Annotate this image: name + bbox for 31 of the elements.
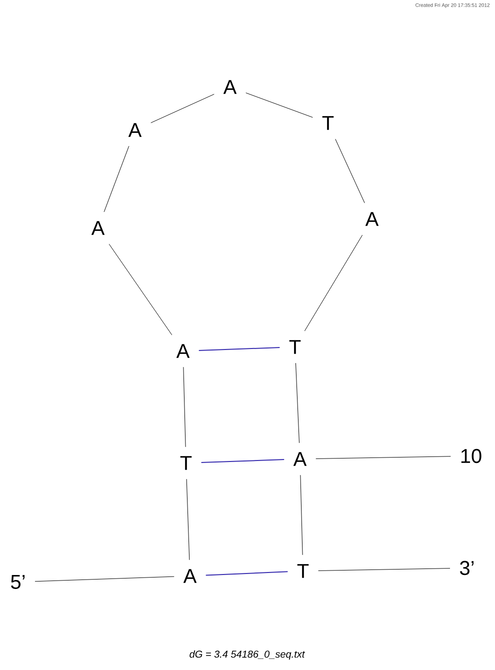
- backbone-line: [34, 576, 174, 582]
- base-pair-line: [205, 571, 288, 576]
- caption: dG = 3.4 54186_0_seq.txt: [190, 650, 305, 660]
- base-pair-line: [198, 347, 280, 351]
- base-letter: A: [128, 123, 142, 137]
- base-letter: T: [322, 116, 334, 130]
- position-label: 10: [461, 448, 482, 464]
- backbone-line: [104, 146, 130, 212]
- position-label: 5’: [11, 575, 25, 589]
- backbone-line: [183, 366, 186, 448]
- backbone-line: [295, 362, 300, 444]
- base-letter: A: [365, 212, 379, 226]
- position-label: 3’: [460, 560, 474, 576]
- backbone-line: [186, 478, 190, 560]
- backbone-line: [316, 456, 451, 459]
- backbone-line: [246, 92, 313, 118]
- base-letter: A: [183, 569, 197, 583]
- backbone-line: [318, 568, 450, 571]
- base-letter: T: [297, 564, 309, 578]
- backbone-line: [150, 94, 214, 124]
- backbone-line: [300, 474, 303, 556]
- base-pair-line: [200, 459, 285, 463]
- base-letter: A: [91, 221, 105, 235]
- base-letter: A: [223, 80, 237, 94]
- backbone-line: [335, 138, 365, 204]
- backbone-line: [108, 244, 172, 336]
- backbone-line: [304, 234, 363, 332]
- base-letter: A: [176, 344, 190, 358]
- base-letter: T: [289, 340, 301, 354]
- base-letter: T: [180, 456, 192, 470]
- base-letter: A: [293, 452, 307, 466]
